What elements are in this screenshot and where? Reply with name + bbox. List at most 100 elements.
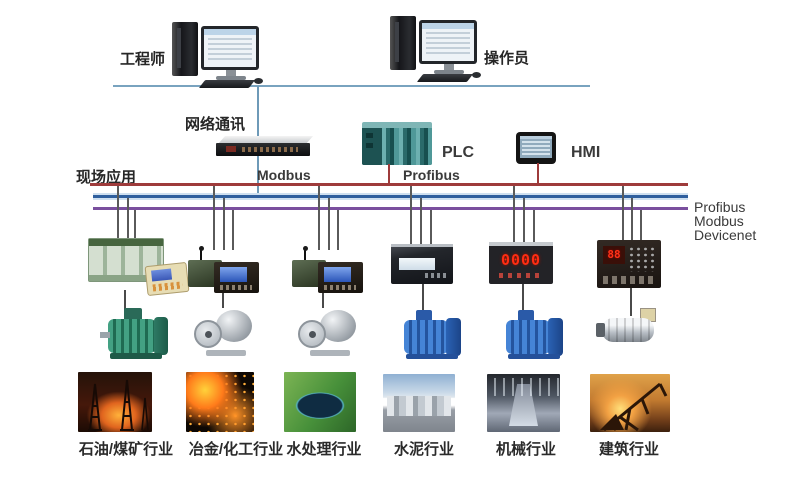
controller-display xyxy=(318,262,363,293)
profibus-mid-label: Profibus xyxy=(403,167,460,183)
controller-buttons xyxy=(220,285,252,290)
connector-line xyxy=(124,290,126,312)
drop-line xyxy=(420,198,422,245)
plc-cpu-module xyxy=(362,128,382,165)
pump-silver-1 xyxy=(192,306,254,358)
industry-photo-oil xyxy=(78,372,152,432)
modbus-mid-label: Modbus xyxy=(257,167,311,183)
pc-screen xyxy=(204,29,256,67)
hmi-profibus-drop xyxy=(537,163,539,185)
motor-blue-2 xyxy=(500,310,564,362)
hmi-screen xyxy=(520,136,552,158)
controller-buttons xyxy=(324,285,356,290)
pc-screen xyxy=(422,23,474,61)
meter-top-edge xyxy=(391,244,453,247)
modbus-bus-label: Modbus xyxy=(694,213,744,229)
meter-buttons xyxy=(425,273,447,278)
motor-feet xyxy=(406,354,458,359)
drop-line xyxy=(631,198,633,242)
operator-label: 操作员 xyxy=(484,50,530,67)
motor-feet xyxy=(110,353,162,359)
antenna-tip xyxy=(198,246,204,251)
drop-line xyxy=(430,210,432,245)
pump-head xyxy=(194,320,222,348)
motor-endcap xyxy=(446,318,461,356)
terminal-box xyxy=(518,310,534,322)
connector-line xyxy=(630,288,632,316)
pump-motor xyxy=(216,310,252,342)
operator-workstation xyxy=(386,12,482,82)
motor-blue-1 xyxy=(398,310,462,362)
ceiling-lights xyxy=(487,378,560,396)
cement-plant-structures xyxy=(387,396,451,416)
devicenet-bus-line xyxy=(93,207,688,210)
drop-line xyxy=(328,198,330,250)
module-band xyxy=(89,275,163,281)
terminal-box xyxy=(124,308,142,321)
hmi-label: HMI xyxy=(571,144,601,161)
modbus-bus-line xyxy=(93,195,688,198)
motor-endcap xyxy=(154,317,168,355)
keypad-screen xyxy=(151,268,173,282)
gear-motor-silver xyxy=(596,308,662,352)
pump-base xyxy=(206,350,246,356)
pump-base xyxy=(310,350,350,356)
panel-meter-led: 0000 xyxy=(489,242,553,284)
industry-label-cement: 水泥行业 xyxy=(393,441,454,458)
motor-body xyxy=(108,319,156,353)
drop-line xyxy=(127,198,129,240)
operator-keypad xyxy=(144,261,190,297)
button-grid xyxy=(628,246,656,272)
drop-line xyxy=(318,186,320,250)
antenna-icon xyxy=(200,250,202,264)
pc-monitor xyxy=(201,26,259,70)
engineer-label: 工程师 xyxy=(120,51,166,68)
drop-line xyxy=(337,210,339,250)
pump-silver-2 xyxy=(296,306,358,358)
module-band xyxy=(89,239,163,246)
switch-badge xyxy=(226,146,236,152)
panel-controller-keypad: 88 xyxy=(597,240,661,288)
wireless-controller-2 xyxy=(290,246,364,294)
keypad-keys xyxy=(152,281,184,292)
mouse xyxy=(254,78,263,84)
monitor-stand xyxy=(444,64,454,71)
motor-feet xyxy=(508,354,560,359)
drop-line xyxy=(523,198,525,243)
led-digits: 88 xyxy=(603,246,625,264)
meter-lcd-display xyxy=(399,258,435,270)
connector-line xyxy=(222,292,224,308)
industry-label-construction: 建筑行业 xyxy=(598,441,659,458)
industry-photo-machinery xyxy=(487,374,560,432)
engineer-workstation xyxy=(168,18,264,88)
drop-line xyxy=(134,210,136,240)
terminal-box xyxy=(416,310,432,322)
pump-hub xyxy=(309,331,316,338)
oil-derrick-silhouette xyxy=(88,379,149,431)
panel-meter-lcd xyxy=(391,244,453,284)
motor-endcap xyxy=(548,318,563,356)
connector-line xyxy=(322,292,324,308)
meter-buttons xyxy=(499,273,543,278)
pump-motor xyxy=(320,310,356,342)
industry-photo-water xyxy=(284,372,356,432)
devicenet-bus-label: Devicenet xyxy=(694,227,757,243)
drop-line xyxy=(533,210,535,243)
pump-hub xyxy=(205,331,212,338)
plc-io-modules xyxy=(382,128,432,165)
ethernet-line xyxy=(113,85,590,87)
crane-silhouette xyxy=(600,382,668,432)
pc-tower xyxy=(390,16,416,70)
drop-line xyxy=(513,186,515,243)
industry-photo-metallurgy xyxy=(186,372,254,432)
hmi-device xyxy=(516,132,556,164)
plc-device xyxy=(362,122,432,165)
field-application-label: 现场应用 xyxy=(76,169,137,186)
pc-tower xyxy=(172,22,198,76)
motor-shaft xyxy=(100,332,110,338)
pc-monitor xyxy=(419,20,477,64)
industry-photo-construction xyxy=(590,374,670,432)
switch-top-face xyxy=(218,136,314,143)
monitor-base xyxy=(434,70,464,74)
